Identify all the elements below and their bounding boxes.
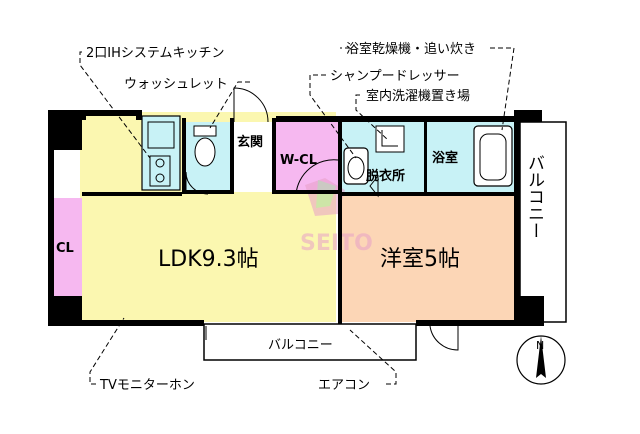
- room-changing: 脱衣所: [366, 168, 405, 184]
- western-room-floor: [338, 196, 520, 322]
- room-bathroom: 浴室: [432, 150, 458, 166]
- walk-in-closet-floor: [276, 122, 340, 192]
- room-ldk: LDK9.3帖: [158, 247, 259, 272]
- room-side-balcony: バルコニー: [524, 154, 544, 239]
- door-swings: [185, 87, 459, 351]
- callout-tv-monitor: TVモニターホン: [99, 378, 195, 393]
- bathtub-fixture: [473, 125, 513, 187]
- callout-vanity: シャンプードレッサー: [330, 69, 460, 84]
- callout-lines: [79, 47, 515, 385]
- entrance-floor: [232, 122, 274, 192]
- laundry-space: [375, 125, 405, 153]
- callout-aircon: エアコン: [318, 378, 370, 393]
- compass-north-label: N: [536, 339, 544, 352]
- vanity-fixture: [343, 147, 369, 185]
- compass-icon: N: [516, 335, 566, 385]
- room-entrance: 玄関: [237, 134, 263, 150]
- room-front-balcony: バルコニー: [268, 338, 333, 353]
- seito-watermark: SEITO: [300, 178, 373, 256]
- callout-laundry: 室内洗濯機置き場: [366, 88, 470, 104]
- side-balcony: [519, 121, 567, 323]
- room-western: 洋室5帖: [380, 247, 460, 272]
- callout-washlet: ウォッシュレット: [124, 77, 228, 92]
- callout-kitchen: 2口IHシステムキッチン: [86, 46, 225, 61]
- callout-bath-dryer: 浴室乾燥機・追い炊き: [346, 41, 476, 57]
- kitchen-counter: [141, 115, 181, 191]
- watermark-text: SEITO: [300, 231, 373, 256]
- room-closet: CL: [56, 241, 74, 256]
- room-walk-in-closet: W-CL: [280, 153, 317, 168]
- toilet-fixture: [193, 125, 217, 167]
- front-balcony: [203, 323, 417, 361]
